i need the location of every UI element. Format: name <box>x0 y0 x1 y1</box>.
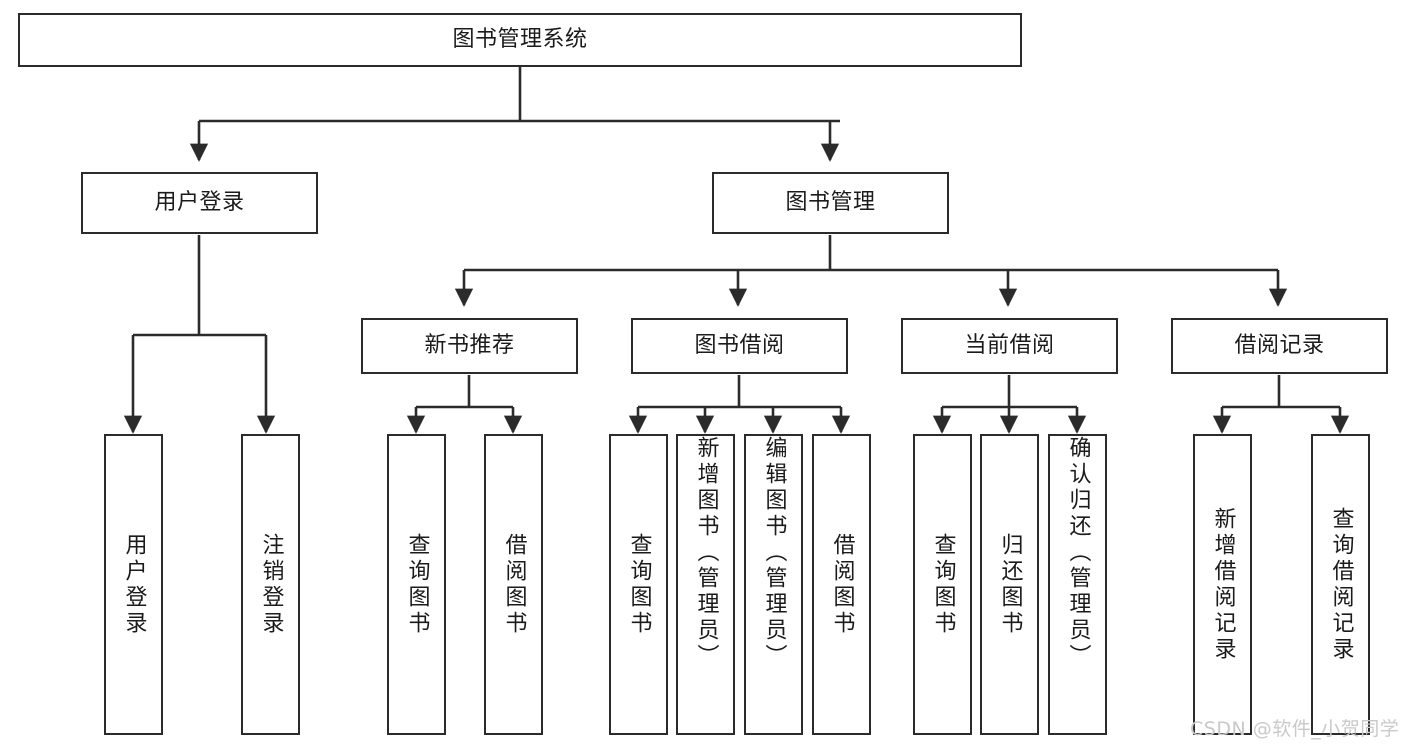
leaf-borrow-edit-book[interactable]: 编辑图书（管理员） <box>744 434 803 735</box>
node-label: 归还图书 <box>997 532 1023 637</box>
node-new-book-recommend[interactable]: 新书推荐 <box>361 318 578 374</box>
node-label: 借阅记录 <box>1234 333 1325 359</box>
node-label: 用户登录 <box>154 190 245 216</box>
leaf-recommend-query-book[interactable]: 查询图书 <box>387 434 446 735</box>
node-label: 注销登录 <box>258 532 284 637</box>
leaf-record-add-record[interactable]: 新增借阅记录 <box>1193 434 1252 735</box>
node-label: 用户登录 <box>121 532 147 637</box>
node-book-borrow[interactable]: 图书借阅 <box>631 318 848 374</box>
node-label: 当前借阅 <box>964 333 1055 359</box>
node-label: 图书借阅 <box>694 333 785 359</box>
node-label: 新书推荐 <box>424 333 515 359</box>
leaf-borrow-query-book[interactable]: 查询图书 <box>609 434 668 735</box>
node-label: 借阅图书 <box>829 532 855 637</box>
node-user-login[interactable]: 用户登录 <box>81 172 318 234</box>
node-label: 查询图书 <box>626 532 652 637</box>
node-root-system[interactable]: 图书管理系统 <box>18 13 1022 67</box>
node-label: 查询图书 <box>930 532 956 637</box>
node-label: 编辑图书（管理员） <box>761 436 787 670</box>
node-label: 新增借阅记录 <box>1210 506 1236 663</box>
node-label: 查询图书 <box>404 532 430 637</box>
leaf-recommend-borrow-book[interactable]: 借阅图书 <box>484 434 543 735</box>
leaf-current-confirm-return[interactable]: 确认归还（管理员） <box>1048 434 1107 735</box>
node-book-management[interactable]: 图书管理 <box>712 172 949 234</box>
node-current-borrow[interactable]: 当前借阅 <box>901 318 1118 374</box>
node-label: 图书管理 <box>785 190 876 216</box>
node-borrow-record[interactable]: 借阅记录 <box>1171 318 1388 374</box>
leaf-borrow-borrow-book[interactable]: 借阅图书 <box>812 434 871 735</box>
leaf-current-return-book[interactable]: 归还图书 <box>980 434 1039 735</box>
leaf-user-login-login[interactable]: 用户登录 <box>104 434 163 735</box>
node-label: 新增图书（管理员） <box>693 436 719 670</box>
watermark-text: CSDN @软件_小贺同学 <box>1190 718 1400 740</box>
leaf-borrow-add-book[interactable]: 新增图书（管理员） <box>676 434 735 735</box>
node-label: 确认归还（管理员） <box>1065 436 1091 670</box>
leaf-record-query-record[interactable]: 查询借阅记录 <box>1311 434 1370 735</box>
leaf-current-query-book[interactable]: 查询图书 <box>913 434 972 735</box>
node-label: 查询借阅记录 <box>1328 506 1354 663</box>
leaf-user-login-logout[interactable]: 注销登录 <box>241 434 300 735</box>
node-label: 借阅图书 <box>501 532 527 637</box>
node-label: 图书管理系统 <box>452 27 588 53</box>
